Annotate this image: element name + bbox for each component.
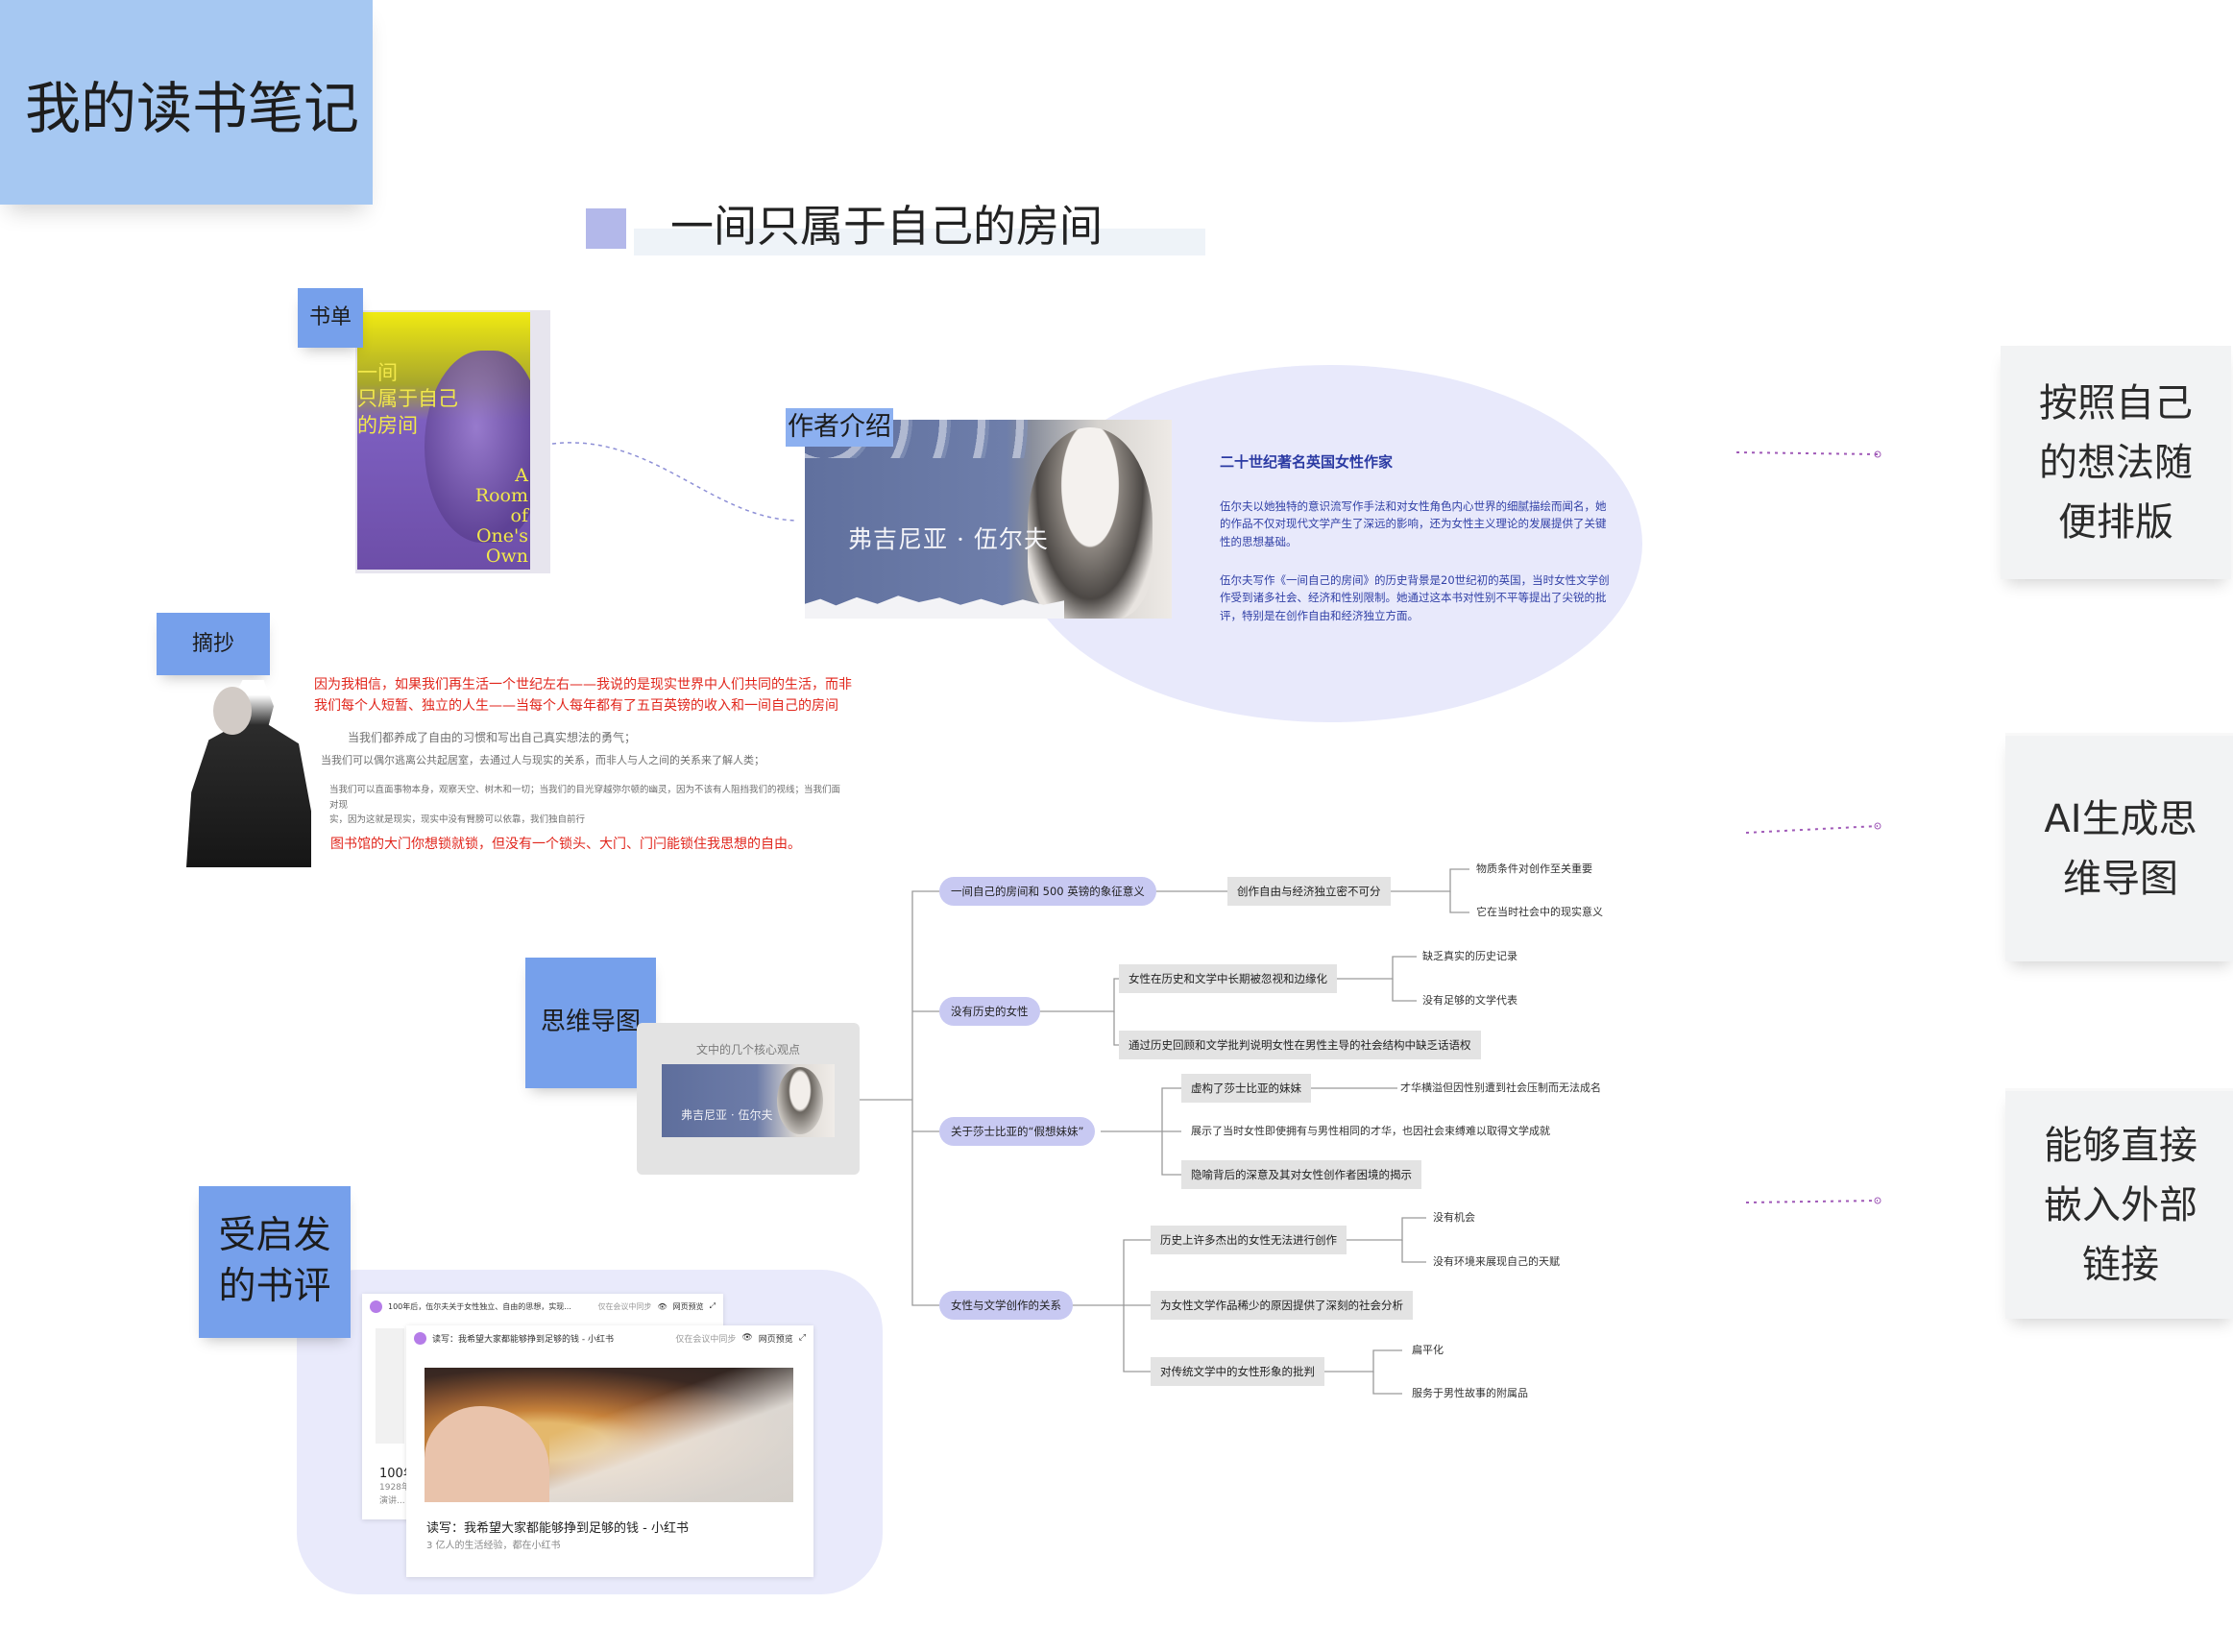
title-block xyxy=(0,0,373,205)
app-logo-icon xyxy=(370,1300,382,1313)
thumb-author-name: 弗吉尼亚 · 伍尔夫 xyxy=(681,1108,773,1122)
page-title: 我的读书笔记 xyxy=(25,76,360,141)
mind-node-l1[interactable]: 女性与文学创作的关系 xyxy=(939,1291,1073,1320)
excerpt-line-1: 当我们都养成了自由的习惯和写出自己真实想法的勇气； xyxy=(348,731,637,744)
mind-node-l2[interactable]: 对传统文学中的女性形象的批判 xyxy=(1151,1357,1324,1386)
torn-paper-edge xyxy=(805,595,1064,619)
feature-card-layout: 按照自己 的想法随 便排版 xyxy=(2001,346,2231,579)
mind-node-l2[interactable]: 隐喻背后的深意及其对女性创作者困境的揭示 xyxy=(1181,1160,1421,1189)
feature-card-ai-mindmap: AI生成思 维导图 xyxy=(2005,733,2233,961)
mindmap-root-title: 文中的几个核心观点 xyxy=(695,1043,800,1057)
mindmap-root-thumbnail: 弗吉尼亚 · 伍尔夫 xyxy=(662,1064,835,1137)
mind-node-l3[interactable]: 没有机会 xyxy=(1433,1211,1475,1224)
mind-node-l2[interactable]: 历史上许多杰出的女性无法进行创作 xyxy=(1151,1226,1347,1254)
author-portrait xyxy=(1028,427,1153,619)
mind-node-l2[interactable]: 创作自由与经济独立密不可分 xyxy=(1227,877,1391,906)
author-photo-name: 弗吉尼亚 · 伍尔夫 xyxy=(848,525,1049,553)
book-title-cn: 一间 只属于自己 的房间 xyxy=(357,361,458,437)
mind-node-l2[interactable]: 展示了当时女性即使拥有与男性相同的才华，也因社会束缚难以取得文学成就 xyxy=(1191,1125,1550,1137)
eye-icon[interactable]: 👁 xyxy=(741,1333,753,1343)
mind-node-l3[interactable]: 物质条件对创作至关重要 xyxy=(1476,862,1592,875)
preview-button[interactable]: 网页预览 xyxy=(758,1334,793,1345)
tag-excerpt[interactable]: 摘抄 xyxy=(157,613,270,675)
book-title-en: A Room of One's Own xyxy=(474,465,528,567)
author-heading: 二十世纪著名英国女性作家 xyxy=(1220,453,1394,471)
web-card-photo xyxy=(425,1368,793,1502)
feature-card-embed-links: 能够直接 嵌入外部 链接 xyxy=(2005,1088,2233,1319)
mind-node-l3[interactable]: 缺乏真实的历史记录 xyxy=(1422,950,1517,962)
excerpt-portrait-face xyxy=(213,687,252,735)
author-paragraph-2: 伍尔夫写作《一间自己的房间》的历史背景是20世纪初的英国，当时女性文学创作受到诸… xyxy=(1220,573,1610,622)
author-paragraph-1: 伍尔夫以她独特的意识流写作手法和对女性角色内心世界的细腻描绘而闻名，她的作品不仅… xyxy=(1220,499,1607,548)
sync-status: 仅在会议中同步 xyxy=(675,1334,737,1345)
book-cover-image[interactable]: 一间 只属于自己 的房间 A Room of One's Own xyxy=(357,312,530,570)
mind-node-l1[interactable]: 关于莎士比亚的“假想妹妹” xyxy=(939,1117,1096,1146)
web-card-body-desc: 1928年 演讲... xyxy=(379,1483,410,1506)
cover-portrait xyxy=(425,351,530,543)
web-card-link-desc: 3 亿人的生活经验，都在小红书 xyxy=(426,1541,561,1551)
app-logo-icon xyxy=(414,1331,426,1345)
web-card-title: 读写：我希望大家都能够挣到足够的钱 - 小红书 xyxy=(432,1334,614,1345)
excerpt-quote-2: 图书馆的大门你想锁就锁，但没有一个锁头、大门、门闩能锁住我思想的自由。 xyxy=(330,837,801,852)
mind-node-l3[interactable]: 服务于男性故事的附属品 xyxy=(1412,1387,1528,1399)
subtitle-underline xyxy=(634,229,1205,255)
web-card-title: 100年后，伍尔夫关于女性独立、自由的思想，实现... xyxy=(388,1301,571,1311)
mind-node-l2[interactable]: 为女性文学作品稀少的原因提供了深刻的社会分析 xyxy=(1151,1291,1413,1320)
tag-booklist[interactable]: 书单 xyxy=(298,288,363,348)
web-card-header: 读写：我希望大家都能够挣到足够的钱 - 小红书 仅在会议中同步 👁 网页预览 ⤢ xyxy=(406,1325,813,1350)
tag-mindmap[interactable]: 思维导图 xyxy=(525,958,656,1088)
web-card-link-title[interactable]: 读写：我希望大家都能够挣到足够的钱 - 小红书 xyxy=(426,1521,689,1536)
eye-icon[interactable]: 👁 xyxy=(657,1301,667,1311)
tag-author-intro[interactable]: 作者介绍 xyxy=(786,408,893,447)
mind-node-l3[interactable]: 扁平化 xyxy=(1412,1344,1444,1356)
mind-node-l2[interactable]: 虚构了莎士比亚的妹妹 xyxy=(1181,1074,1311,1103)
book-subtitle[interactable]: 一间只属于自己的房间 xyxy=(670,201,1104,252)
mind-node-l1[interactable]: 一间自己的房间和 500 英镑的象征意义 xyxy=(939,877,1156,906)
mind-node-l3[interactable]: 它在当时社会中的现实意义 xyxy=(1476,906,1603,918)
preview-button[interactable]: 网页预览 xyxy=(672,1301,704,1311)
web-card-thumbnail xyxy=(376,1328,404,1444)
photo-paper xyxy=(549,1368,793,1502)
web-card-header: 100年后，伍尔夫关于女性独立、自由的思想，实现... 仅在会议中同步 👁 网页… xyxy=(362,1294,723,1319)
mind-node-l2[interactable]: 通过历史回顾和文学批判说明女性在男性主导的社会结构中缺乏话语权 xyxy=(1119,1031,1481,1059)
mind-node-l1[interactable]: 没有历史的女性 xyxy=(939,997,1040,1026)
excerpt-line-2: 当我们可以偶尔逃离公共起居室，去通过人与现实的关系，而非人与人之间的关系来了解人… xyxy=(321,754,765,766)
mind-node-l3[interactable]: 才华横溢但因性别遭到社会压制而无法成名 xyxy=(1400,1081,1601,1094)
thumb-portrait xyxy=(777,1067,823,1134)
excerpt-quote-1: 因为我相信，如果我们再生活一个世纪左右——我说的是现实世界中人们共同的生活，而非… xyxy=(314,677,852,715)
expand-icon[interactable]: ⤢ xyxy=(798,1333,806,1343)
mind-node-l3[interactable]: 没有足够的文学代表 xyxy=(1422,994,1517,1007)
photo-hand xyxy=(425,1406,549,1502)
subtitle-marker xyxy=(586,208,626,249)
excerpt-line-3: 当我们可以直面事物本身，观察天空、树木和一切；当我们的目光穿越弥尔顿的幽灵，因为… xyxy=(329,785,841,826)
tag-reviews[interactable]: 受启发 的书评 xyxy=(199,1186,351,1338)
mind-node-l3[interactable]: 没有环境来展现自己的天赋 xyxy=(1433,1255,1560,1268)
author-photo[interactable]: 弗吉尼亚 · 伍尔夫 xyxy=(805,420,1172,619)
sync-status: 仅在会议中同步 xyxy=(597,1301,652,1311)
expand-icon[interactable]: ⤢ xyxy=(709,1301,716,1310)
mind-node-l2[interactable]: 女性在历史和文学中长期被忽视和边缘化 xyxy=(1119,964,1337,993)
